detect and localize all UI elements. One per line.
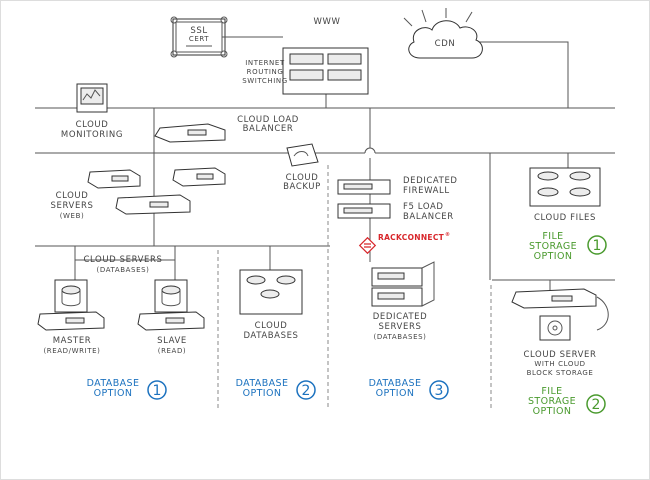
rackconnect-registered-mark: ® — [445, 232, 450, 238]
dedicated-servers-label-2: SERVERS — [379, 322, 422, 332]
option-number: 2 — [302, 383, 311, 399]
db-servers-label-1: CLOUD SERVERS — [83, 255, 162, 265]
slave-label: SLAVE — [157, 336, 187, 346]
cloud-monitoring-label-1: CLOUD — [76, 120, 109, 130]
cloud-db-label-1: CLOUD — [255, 321, 288, 331]
server-icon — [87, 167, 226, 215]
database-option-1: DATABASE OPTION 1 — [87, 378, 167, 400]
server-icon — [371, 261, 435, 307]
option-number: 3 — [435, 383, 444, 399]
option-line-2: OPTION — [94, 388, 133, 399]
network-lines — [35, 38, 615, 331]
option-number: 1 — [153, 383, 162, 399]
option-line-1: DATABASE — [236, 378, 289, 389]
option-line-2: OPTION — [243, 388, 282, 399]
cloud-db-label-2: DATABASES — [243, 331, 298, 341]
web-servers-label-2: SERVERS — [51, 201, 94, 211]
firewall-icon — [337, 179, 391, 219]
db-servers-label-2: (DATABASES) — [97, 266, 150, 274]
file-storage-option-1: FILE STORAGE OPTION 1 — [529, 231, 607, 262]
block-label-2: WITH CLOUD — [534, 360, 585, 368]
slave-sub-label: (READ) — [158, 347, 187, 355]
block-label-1: CLOUD SERVER — [523, 350, 596, 360]
block-label-3: BLOCK STORAGE — [527, 369, 594, 377]
option-number: 1 — [593, 238, 602, 254]
option-line-2: STORAGE — [529, 241, 577, 252]
web-servers-label-1: CLOUD — [56, 191, 89, 201]
cert-label: CERT — [189, 35, 209, 43]
option-line-1: DATABASE — [369, 378, 422, 389]
f5-label-2: BALANCER — [403, 212, 454, 222]
database-icon — [529, 167, 601, 207]
option-line-1: DATABASE — [87, 378, 140, 389]
ssl-certificate-icon — [170, 16, 228, 58]
option-line-1: FILE — [541, 386, 562, 397]
option-number: 2 — [592, 397, 601, 413]
database-option-3: DATABASE OPTION 3 — [369, 378, 449, 400]
database-option-2: DATABASE OPTION 2 — [236, 378, 316, 400]
block-storage-icon — [511, 288, 597, 341]
rackconnect-icon — [358, 236, 377, 255]
internet-label-2: ROUTING — [247, 68, 284, 76]
option-line-3: OPTION — [534, 251, 573, 262]
option-separators — [217, 165, 492, 408]
cloud-files-label: CLOUD FILES — [534, 213, 596, 223]
server-icon — [154, 123, 226, 143]
cloud-lb-label-2: BALANCER — [243, 124, 294, 134]
router-switch-icon — [282, 47, 369, 95]
monitor-icon — [76, 83, 108, 113]
internet-label-1: INTERNET — [245, 59, 285, 67]
cloud-icon — [403, 8, 483, 59]
web-servers-label-3: (WEB) — [60, 212, 85, 220]
option-line-1: FILE — [542, 231, 563, 242]
rackconnect-label: RACKCONNECT — [378, 233, 445, 242]
database-icon — [239, 269, 303, 315]
option-line-2: OPTION — [376, 388, 415, 399]
option-line-3: OPTION — [533, 406, 572, 417]
file-storage-option-2: FILE STORAGE OPTION 2 — [528, 386, 606, 417]
dedicated-servers-label-1: DEDICATED — [373, 312, 428, 322]
firewall-label-2: FIREWALL — [403, 186, 450, 196]
ssl-label: SSL — [190, 26, 207, 36]
option-line-2: STORAGE — [528, 396, 576, 407]
cloud-monitoring-label-2: MONITORING — [61, 130, 123, 140]
internet-label-3: SWITCHING — [242, 77, 288, 85]
firewall-label-1: DEDICATED — [403, 176, 458, 186]
master-sub-label: (READ/WRITE) — [43, 347, 100, 355]
dedicated-servers-label-3: (DATABASES) — [374, 333, 427, 341]
www-label: WWW — [313, 17, 340, 27]
master-label: MASTER — [53, 336, 92, 346]
backup-icon — [286, 143, 319, 167]
cloud-backup-label-2: BACKUP — [283, 182, 321, 192]
database-icon — [37, 279, 205, 331]
cloud-lb-label-1: CLOUD LOAD — [237, 115, 299, 125]
cdn-label: CDN — [435, 39, 456, 49]
cloud-backup-label-1: CLOUD — [286, 173, 319, 183]
f5-label-1: F5 LOAD — [403, 202, 444, 212]
